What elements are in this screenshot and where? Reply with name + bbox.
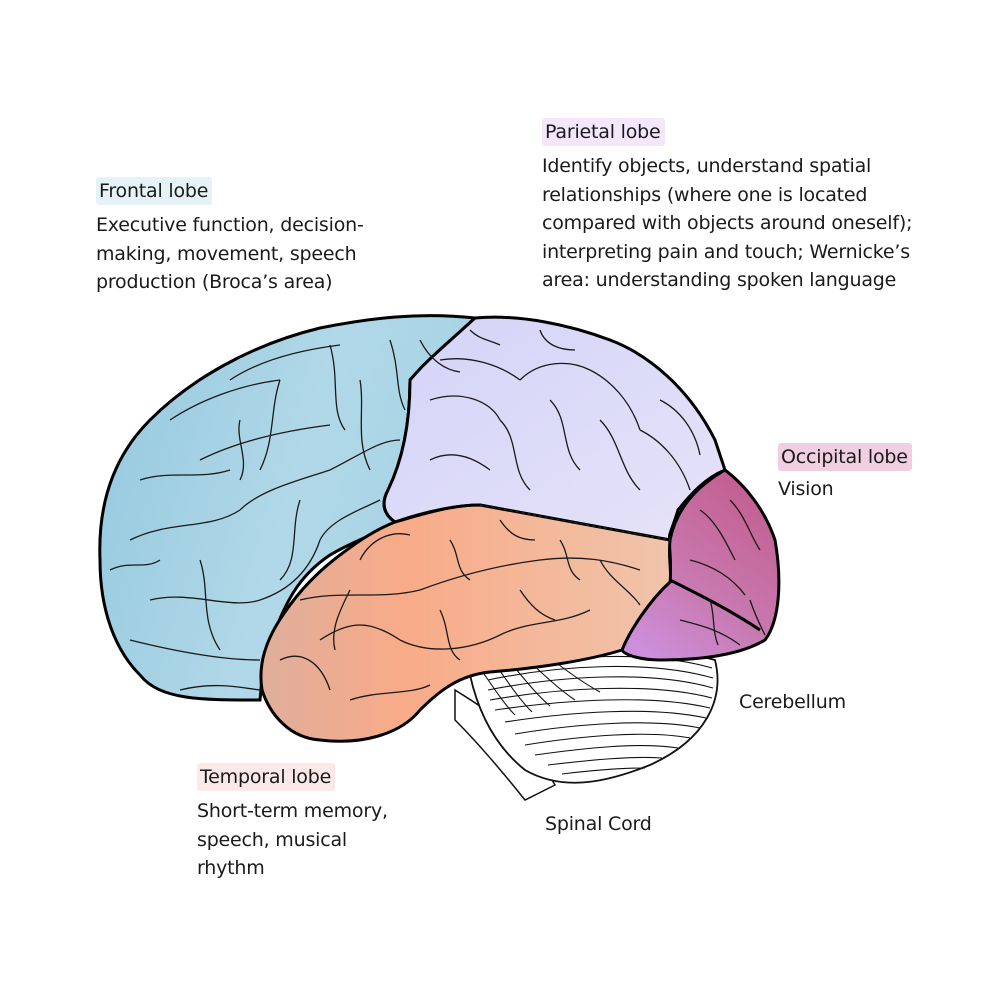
occipital-lobe-description: Vision: [778, 478, 834, 500]
occipital-lobe-title: Occipital lobe: [778, 443, 912, 471]
frontal-gyri: [109, 339, 461, 691]
temporal-gyri: [279, 519, 641, 701]
frontal-lobe-title: Frontal lobe: [96, 177, 213, 205]
temporal-lobe-label: Temporal lobe Short-term memory, speech,…: [197, 763, 388, 883]
cerebellum-label: Cerebellum: [739, 691, 846, 713]
frontal-lobe-description: Executive function, decision- making, mo…: [96, 214, 364, 293]
temporal-lobe-description: Short-term memory, speech, musical rhyth…: [197, 800, 388, 879]
occipital-lobe-label: Occipital lobe Vision: [778, 443, 912, 504]
parietal-lobe-label: Parietal lobe Identify objects, understa…: [542, 118, 912, 295]
cerebellum-shape: [454, 648, 719, 801]
occipital-gyri: [679, 499, 766, 646]
parietal-lobe-title: Parietal lobe: [542, 118, 665, 146]
frontal-lobe-label: Frontal lobe Executive function, decisio…: [96, 177, 364, 297]
parietal-temporal-boundary: [479, 504, 671, 541]
parietal-lobe-description: Identify objects, understand spatial rel…: [542, 155, 913, 291]
temporal-lobe-title: Temporal lobe: [197, 763, 336, 791]
occipital-inner-sulcus: [669, 578, 761, 632]
spinal-cord-label: Spinal Cord: [545, 813, 652, 835]
parietal-gyri: [429, 329, 701, 491]
